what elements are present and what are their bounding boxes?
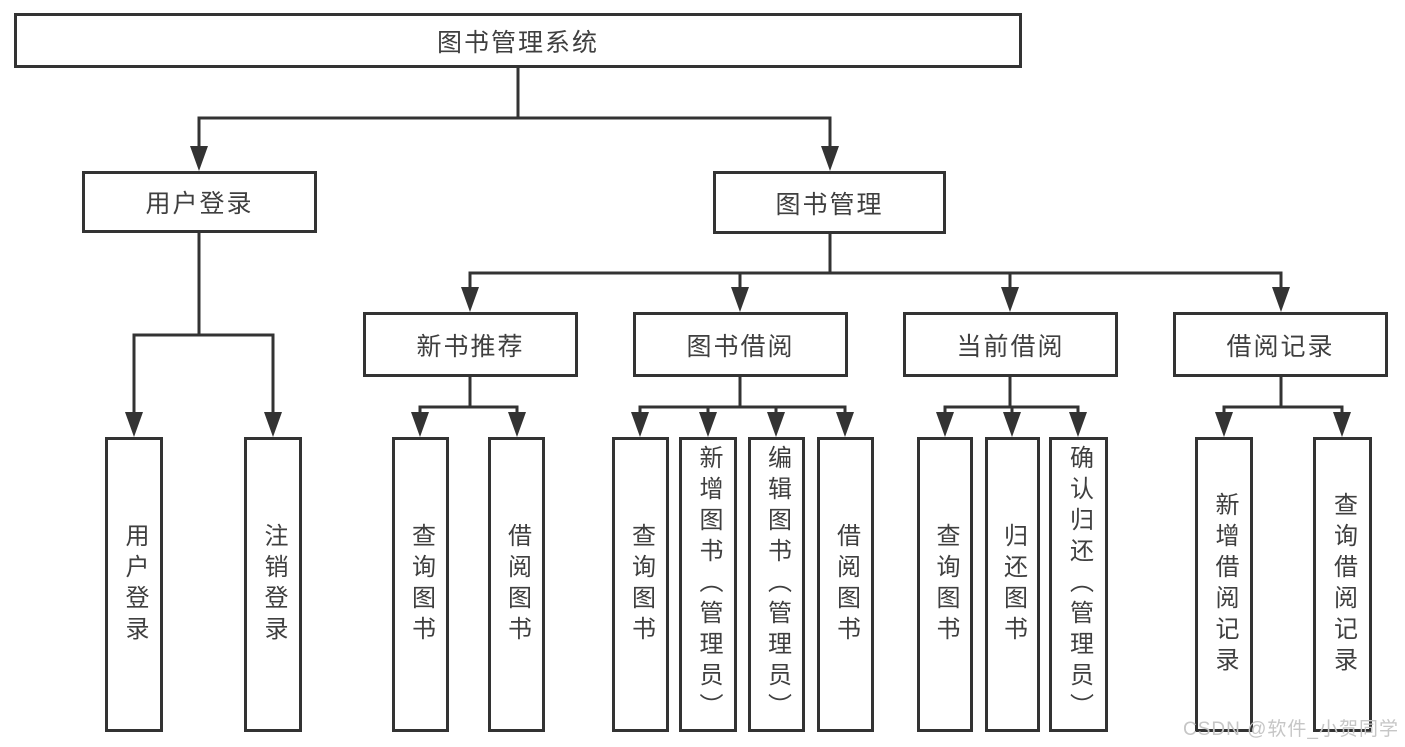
leaf-query-borrow-record: 查询借阅记录 <box>1313 437 1372 732</box>
node-user-login-branch: 用户登录 <box>82 171 317 233</box>
csdn-watermark: CSDN @软件_小贺同学 <box>1183 719 1399 740</box>
leaf-return-books: 归还图书 <box>985 437 1040 732</box>
node-current-borrowing: 当前借阅 <box>903 312 1118 377</box>
leaf-query-books-recommend: 查询图书 <box>392 437 449 732</box>
node-borrowing-records: 借阅记录 <box>1173 312 1388 377</box>
leaf-confirm-return-admin: 确认归还（管理员） <box>1049 437 1108 732</box>
node-new-book-recommendation: 新书推荐 <box>363 312 578 377</box>
leaf-query-books-borrowing: 查询图书 <box>612 437 669 732</box>
leaf-add-books-admin: 新增图书（管理员） <box>679 437 737 732</box>
leaf-borrow-books-borrowing: 借阅图书 <box>817 437 874 732</box>
arrowheads <box>125 146 1351 437</box>
node-book-management-system: 图书管理系统 <box>14 13 1022 68</box>
leaf-query-books-current: 查询图书 <box>917 437 973 732</box>
node-book-borrowing: 图书借阅 <box>633 312 848 377</box>
leaf-edit-books-admin: 编辑图书（管理员） <box>748 437 805 732</box>
node-book-management: 图书管理 <box>713 171 946 234</box>
leaf-borrow-books-recommend: 借阅图书 <box>488 437 545 732</box>
leaf-user-login: 用户登录 <box>105 437 163 732</box>
leaf-logout: 注销登录 <box>244 437 302 732</box>
leaf-add-borrow-record: 新增借阅记录 <box>1195 437 1253 732</box>
